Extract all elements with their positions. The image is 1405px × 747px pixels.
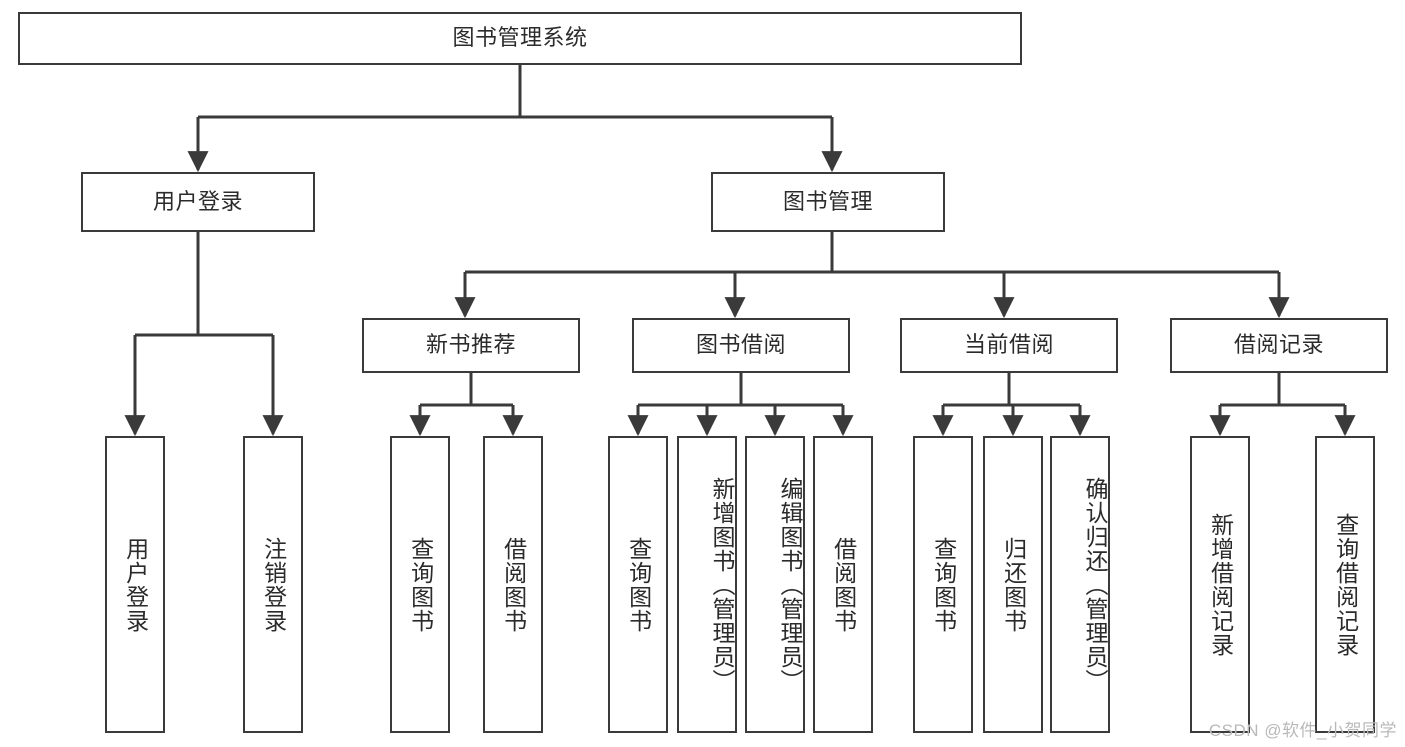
- leaf-borrow-query-book[interactable]: 查询图书: [608, 436, 668, 733]
- node-label: 图书借阅: [695, 332, 786, 358]
- leaf-logout[interactable]: 注销登录: [243, 436, 303, 733]
- leaf-current-query-book[interactable]: 查询图书: [913, 436, 973, 733]
- csdn-watermark: CSDN @软件_小贺同学: [1208, 721, 1397, 740]
- leaf-user-login[interactable]: 用户登录: [105, 436, 165, 733]
- node-book-management[interactable]: 图书管理: [711, 172, 945, 232]
- node-book-borrow[interactable]: 图书借阅: [632, 318, 850, 373]
- leaf-borrow-edit-book-admin[interactable]: 编辑图书（管理员）: [745, 436, 805, 733]
- node-label: 借阅记录: [1233, 332, 1324, 358]
- node-label: 归还图书: [1000, 536, 1027, 633]
- node-label: 注销登录: [260, 536, 287, 633]
- leaf-borrow-borrow-book[interactable]: 借阅图书: [813, 436, 873, 733]
- node-root-book-management-system[interactable]: 图书管理系统: [18, 12, 1022, 65]
- leaf-record-query-borrow-record[interactable]: 查询借阅记录: [1315, 436, 1375, 733]
- node-label: 新书推荐: [425, 332, 516, 358]
- node-label: 查询图书: [407, 536, 434, 633]
- leaf-recommend-query-book[interactable]: 查询图书: [390, 436, 450, 733]
- node-label: 确认归还（管理员）: [1082, 476, 1108, 693]
- node-label: 编辑图书（管理员）: [777, 476, 803, 693]
- leaf-recommend-borrow-book[interactable]: 借阅图书: [483, 436, 543, 733]
- leaf-current-confirm-return-admin[interactable]: 确认归还（管理员）: [1050, 436, 1110, 733]
- node-label: 新增图书（管理员）: [709, 476, 735, 693]
- node-label: 借阅图书: [500, 536, 527, 633]
- node-label: 借阅图书: [830, 536, 857, 633]
- node-label: 查询借阅记录: [1332, 512, 1359, 657]
- node-current-borrow[interactable]: 当前借阅: [900, 318, 1118, 373]
- leaf-borrow-add-book-admin[interactable]: 新增图书（管理员）: [677, 436, 737, 733]
- node-label: 图书管理: [782, 188, 873, 214]
- node-label: 查询图书: [625, 536, 652, 633]
- leaf-current-return-book[interactable]: 归还图书: [983, 436, 1043, 733]
- node-label: 新增借阅记录: [1207, 512, 1234, 657]
- node-label: 当前借阅: [963, 332, 1054, 358]
- node-user-login[interactable]: 用户登录: [81, 172, 315, 232]
- node-new-book-recommend[interactable]: 新书推荐: [362, 318, 580, 373]
- node-label: 用户登录: [122, 536, 149, 633]
- node-label: 用户登录: [152, 188, 243, 214]
- node-borrow-record[interactable]: 借阅记录: [1170, 318, 1388, 373]
- leaf-record-add-borrow-record[interactable]: 新增借阅记录: [1190, 436, 1250, 733]
- node-label: 查询图书: [930, 536, 957, 633]
- node-label: 图书管理系统: [452, 25, 588, 51]
